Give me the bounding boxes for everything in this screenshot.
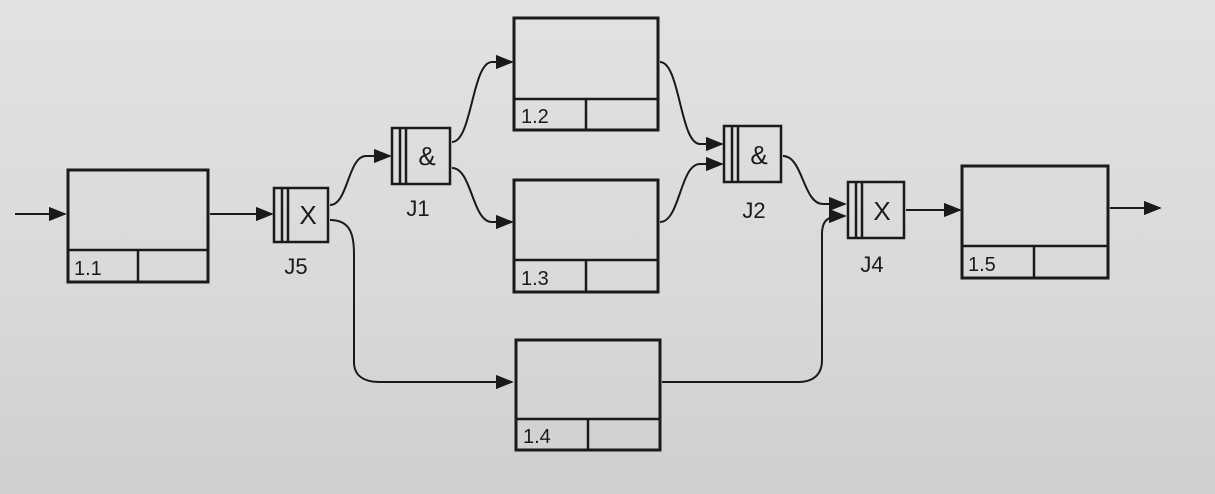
arrow-j1-to-1-3: [451, 167, 514, 230]
junction-label: J2: [742, 198, 765, 223]
junction-j5: X J5: [272, 186, 330, 279]
junction-j4: X J4: [846, 180, 906, 277]
box-1-4: 1.4: [514, 338, 662, 452]
arrow-j5-to-j1: [329, 148, 392, 206]
arrow-j5-to-1-4: [329, 219, 514, 390]
arrow-j1-to-1-2: [451, 54, 514, 143]
junction-symbol: &: [750, 140, 767, 170]
arrow-1-2-to-j2: [659, 61, 724, 152]
arrow-j2-to-j4: [782, 155, 847, 212]
box-1-2: 1.2: [512, 16, 660, 132]
junction-label: J4: [860, 252, 883, 277]
junction-label: J5: [284, 254, 307, 279]
box-id-label: 1.4: [523, 426, 551, 448]
box-id-label: 1.2: [521, 106, 549, 128]
box-id-label: 1.3: [521, 268, 549, 290]
junction-symbol: X: [873, 196, 890, 226]
junction-symbol: &: [418, 141, 435, 171]
box-id-label: 1.5: [968, 254, 996, 276]
box-1-1: 1.1: [66, 168, 210, 284]
junction-j2: & J2: [722, 124, 783, 223]
junction-label: J1: [406, 196, 429, 221]
box-1-3: 1.3: [512, 178, 660, 294]
junction-j1: & J1: [390, 126, 452, 221]
arrow-1-3-to-j2: [659, 156, 724, 223]
junction-symbol: X: [299, 200, 316, 230]
arrow-1-4-to-j4: [662, 208, 847, 383]
connections: [15, 54, 1162, 390]
box-1-5: 1.5: [960, 164, 1110, 280]
box-id-label: 1.1: [74, 258, 102, 280]
